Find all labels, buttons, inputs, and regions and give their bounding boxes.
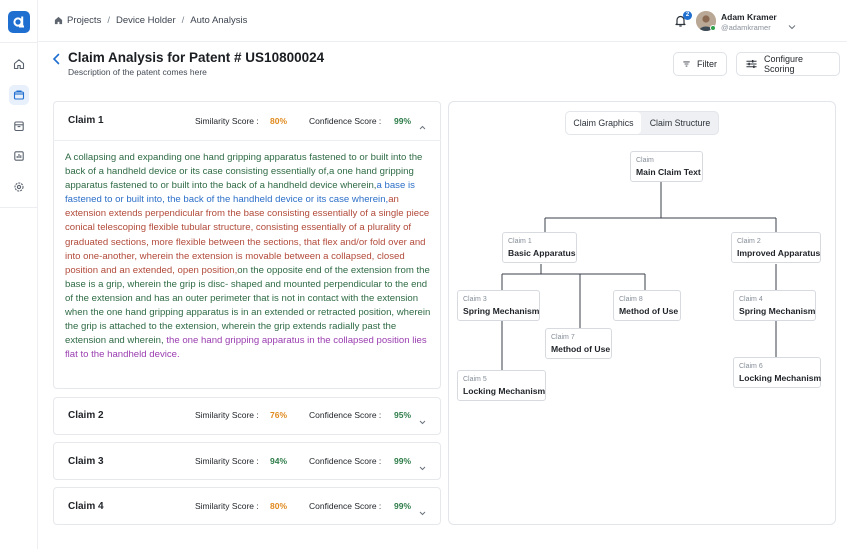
node-kind: Claim 1 (508, 238, 532, 245)
claim-card-1 (53, 101, 441, 389)
notification-badge: 2 (683, 11, 692, 20)
node-title: Locking Mechanism (463, 386, 546, 396)
claim-title: Claim 2 (68, 410, 104, 421)
sidebar-divider (0, 207, 38, 208)
sliders-icon (746, 59, 757, 69)
confidence-score-value: 95% (394, 410, 412, 420)
tree-node-main-claim[interactable]: Claim Main Claim Text (630, 151, 703, 182)
settings-icon[interactable] (9, 177, 29, 197)
similarity-score-value: 94% (270, 456, 288, 466)
back-arrow-icon[interactable] (52, 52, 61, 70)
tree-node-claim-5[interactable]: Claim 5 Locking Mechanism (457, 370, 546, 401)
node-kind: Claim (636, 157, 654, 164)
node-title: Method of Use (551, 344, 611, 354)
node-kind: Claim 7 (551, 334, 575, 341)
node-title: Locking Mechanism (739, 373, 822, 383)
node-title: Method of Use (619, 306, 679, 316)
similarity-score-label: Similarity Score : (195, 501, 259, 511)
user-handle: @adamkramer (721, 23, 771, 32)
filter-icon (683, 61, 690, 67)
configure-scoring-button[interactable]: Configure Scoring (736, 52, 840, 76)
node-kind: Claim 4 (739, 296, 763, 303)
claim-title: Claim 3 (68, 456, 104, 467)
claim-card-2[interactable] (53, 397, 441, 435)
breadcrumb-item-auto-analysis[interactable]: Auto Analysis (190, 15, 248, 26)
node-title: Basic Apparatus (508, 248, 576, 258)
claim-1-text: A collapsing and expanding one hand grip… (65, 151, 435, 362)
confidence-score-value: 99% (394, 501, 412, 511)
app-logo-icon[interactable] (8, 11, 30, 33)
node-kind: Claim 2 (737, 238, 761, 245)
chevron-up-icon[interactable] (419, 117, 426, 135)
claim-title[interactable]: Claim 1 (68, 115, 104, 126)
node-kind: Claim 3 (463, 296, 487, 303)
node-kind: Claim 6 (739, 363, 763, 370)
online-status-dot (710, 25, 716, 31)
configure-scoring-label: Configure Scoring (764, 54, 804, 74)
similarity-score-label: Similarity Score : (195, 456, 259, 466)
tree-node-claim-6[interactable]: Claim 6 Locking Mechanism (733, 357, 821, 388)
confidence-score-value: 99% (394, 116, 412, 126)
similarity-score-label: Similarity Score : (195, 116, 259, 126)
user-name: Adam Kramer (721, 12, 777, 22)
tab-claim-structure[interactable]: Claim Structure (649, 118, 711, 128)
archive-icon[interactable] (9, 116, 29, 136)
chevron-down-icon[interactable] (419, 458, 426, 476)
sidebar (0, 0, 38, 549)
claim-text-segment-blue: a base is fastened to or built into, the… (65, 180, 415, 206)
breadcrumb-separator: / (181, 15, 185, 26)
page-subtitle: Description of the patent comes here (68, 67, 207, 77)
tree-node-claim-1[interactable]: Claim 1 Basic Apparatus (502, 232, 577, 263)
node-title: Main Claim Text (636, 167, 701, 177)
tree-node-claim-3[interactable]: Claim 3 Spring Mechanism (457, 290, 540, 321)
similarity-score-label: Similarity Score : (195, 410, 259, 420)
node-kind: Claim 5 (463, 376, 487, 383)
chevron-down-icon[interactable] (419, 503, 426, 521)
filter-button-label: Filter (697, 59, 717, 69)
chart-icon[interactable] (9, 146, 29, 166)
claim-text-segment-purple: the one hand gripping apparatus in the c… (65, 335, 427, 361)
folder-icon[interactable] (9, 85, 29, 105)
home-icon[interactable] (9, 54, 29, 74)
tree-node-claim-2[interactable]: Claim 2 Improved Apparatus (731, 232, 821, 263)
node-title: Spring Mechanism (463, 306, 540, 316)
breadcrumb-item-device-holder[interactable]: Device Holder (115, 15, 176, 26)
tree-node-claim-4[interactable]: Claim 4 Spring Mechanism (733, 290, 816, 321)
filter-button[interactable]: Filter (673, 52, 727, 76)
chevron-down-icon[interactable] (419, 412, 426, 430)
breadcrumb-home-icon[interactable] (54, 16, 63, 25)
node-kind: Claim 8 (619, 296, 643, 303)
claim-text-segment-green: on the opposite end of the extension fro… (65, 264, 431, 347)
similarity-score-value: 76% (270, 410, 288, 420)
breadcrumb-separator: / (107, 15, 110, 26)
sidebar-divider (0, 42, 38, 43)
confidence-score-label: Confidence Score : (309, 410, 382, 420)
claim-card-4[interactable] (53, 487, 441, 525)
claim-card-3[interactable] (53, 442, 441, 480)
breadcrumb: Projects / Device Holder / Auto Analysis (54, 15, 247, 26)
tab-claim-graphics[interactable]: Claim Graphics (566, 112, 641, 134)
top-bar: Projects / Device Holder / Auto Analysis (38, 0, 847, 42)
claim-text-segment-red: an extension extends perpendicular from … (65, 194, 430, 276)
page-title: Claim Analysis for Patent # US10800024 (68, 50, 325, 65)
similarity-score-value: 80% (270, 116, 288, 126)
confidence-score-value: 99% (394, 456, 412, 466)
tree-node-claim-8[interactable]: Claim 8 Method of Use (613, 290, 681, 321)
node-title: Spring Mechanism (739, 306, 816, 316)
claim-text-segment-green: A collapsing and expanding one hand grip… (65, 152, 423, 192)
node-title: Improved Apparatus (737, 248, 821, 258)
similarity-score-value: 80% (270, 501, 288, 511)
bell-icon[interactable] (674, 14, 688, 28)
breadcrumb-item-projects[interactable]: Projects (67, 15, 102, 26)
claim-card-divider (53, 140, 441, 141)
confidence-score-label: Confidence Score : (309, 116, 382, 126)
confidence-score-label: Confidence Score : (309, 501, 382, 511)
confidence-score-label: Confidence Score : (309, 456, 382, 466)
claim-structure-panel (448, 101, 836, 525)
claim-title: Claim 4 (68, 501, 104, 512)
chevron-down-icon[interactable] (788, 17, 796, 35)
tree-node-claim-7[interactable]: Claim 7 Method of Use (545, 328, 612, 359)
